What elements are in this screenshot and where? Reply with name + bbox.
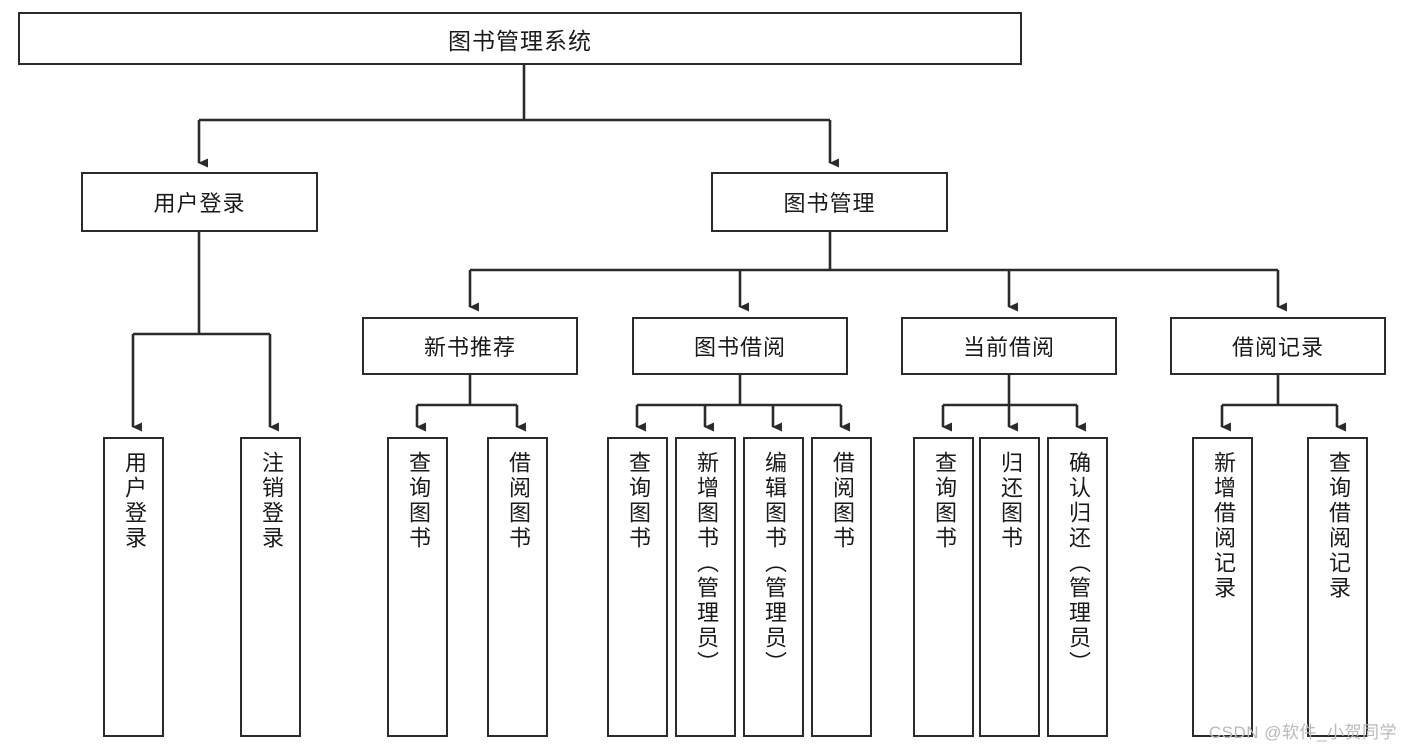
node-label: 归还图书 bbox=[997, 451, 1023, 551]
node-label: 编辑图书（管理员） bbox=[761, 451, 787, 676]
leaf-user-login-login[interactable]: 用户登录 bbox=[103, 437, 164, 737]
node-label: 注销登录 bbox=[258, 451, 284, 551]
node-label: 查询借阅记录 bbox=[1325, 451, 1351, 601]
leaf-new-book-query-book[interactable]: 查询图书 bbox=[387, 437, 448, 737]
leaf-book-borrow-edit-book-admin[interactable]: 编辑图书（管理员） bbox=[743, 437, 804, 737]
node-label: 用户登录 bbox=[121, 451, 147, 551]
node-user-login[interactable]: 用户登录 bbox=[81, 172, 318, 232]
node-root-book-management-system[interactable]: 图书管理系统 bbox=[18, 12, 1022, 65]
leaf-current-borrow-return-book[interactable]: 归还图书 bbox=[979, 437, 1040, 737]
node-book-management[interactable]: 图书管理 bbox=[711, 172, 948, 232]
node-borrow-record[interactable]: 借阅记录 bbox=[1170, 317, 1386, 375]
leaf-current-borrow-confirm-return-admin[interactable]: 确认归还（管理员） bbox=[1047, 437, 1108, 737]
leaf-book-borrow-borrow-book[interactable]: 借阅图书 bbox=[811, 437, 872, 737]
node-label: 用户登录 bbox=[153, 191, 246, 216]
node-label: 图书管理系统 bbox=[448, 27, 592, 54]
node-label: 借阅图书 bbox=[829, 451, 855, 551]
leaf-book-borrow-add-book-admin[interactable]: 新增图书（管理员） bbox=[675, 437, 736, 737]
leaf-borrow-record-query-record[interactable]: 查询借阅记录 bbox=[1307, 437, 1368, 737]
node-label: 借阅记录 bbox=[1231, 335, 1324, 360]
node-label: 图书借阅 bbox=[693, 335, 786, 360]
node-label: 借阅图书 bbox=[505, 451, 531, 551]
node-label: 新增图书（管理员） bbox=[693, 451, 719, 676]
node-label: 当前借阅 bbox=[962, 335, 1055, 360]
node-label: 新增借阅记录 bbox=[1210, 451, 1236, 601]
leaf-current-borrow-query-book[interactable]: 查询图书 bbox=[913, 437, 974, 737]
node-label: 查询图书 bbox=[405, 451, 431, 551]
leaf-book-borrow-query-book[interactable]: 查询图书 bbox=[607, 437, 668, 737]
leaf-new-book-borrow-book[interactable]: 借阅图书 bbox=[487, 437, 548, 737]
watermark: CSDN @软件_小贺同学 bbox=[1208, 723, 1397, 742]
node-current-borrow[interactable]: 当前借阅 bbox=[901, 317, 1117, 375]
leaf-user-login-logout[interactable]: 注销登录 bbox=[240, 437, 301, 737]
node-label: 确认归还（管理员） bbox=[1065, 451, 1091, 676]
node-label: 新书推荐 bbox=[423, 335, 516, 360]
node-new-book-recommend[interactable]: 新书推荐 bbox=[362, 317, 578, 375]
node-book-borrow[interactable]: 图书借阅 bbox=[632, 317, 848, 375]
node-label: 图书管理 bbox=[783, 191, 876, 216]
node-label: 查询图书 bbox=[931, 451, 957, 551]
leaf-borrow-record-add-record[interactable]: 新增借阅记录 bbox=[1192, 437, 1253, 737]
node-label: 查询图书 bbox=[625, 451, 651, 551]
